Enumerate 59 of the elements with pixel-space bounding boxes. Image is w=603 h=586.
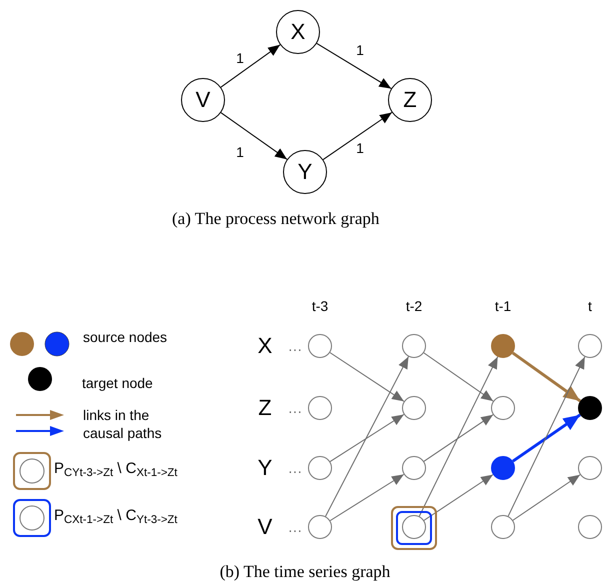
edge-label: 1 [235,145,245,159]
legend-text: P$_{CYt-3->Zt}$ \ C$_{Xt-1->Zt}$ [54,460,178,478]
legend-text: P$_{CXt-1->Zt}$ \ C$_{Yt-3->Zt}$ [54,507,178,525]
ellipsis: ··· [288,523,302,537]
edge-label: 1 [355,43,365,57]
arrow [322,112,392,160]
time-label: t-1 [494,299,512,313]
arrow [508,356,586,517]
time-node [491,456,515,480]
arrow [330,414,404,462]
variable-node: V [181,78,225,122]
time-node [491,515,515,539]
caption: (a) The process network graph [172,208,380,230]
arrow [316,42,392,90]
legend-text: source nodes [83,328,168,346]
ellipsis: ··· [288,464,302,478]
variable-node: Z [388,78,432,122]
legend-text: target node [82,374,153,392]
variable-node: Y [283,150,327,194]
arrow [423,414,494,462]
variable-label: Y [258,457,272,479]
caption: (b) The time series graph [218,561,392,583]
arrow [423,352,494,402]
time-label: t [588,299,592,313]
arrow [512,352,582,402]
time-node [402,396,426,420]
time-node [578,396,602,420]
variable-node: X [276,10,320,54]
time-node [578,456,602,480]
arrow [418,356,498,517]
ellipsis: ··· [288,404,302,418]
time-node [402,456,426,480]
variable-label: Z [258,397,272,419]
legend-text: links in the causal paths [83,406,163,442]
edge-label: 1 [355,141,365,155]
arrow [325,356,409,517]
time-node [578,515,602,539]
arrow [424,474,494,521]
time-node [402,515,426,539]
variable-label: V [258,516,272,538]
arrow [220,44,281,88]
variable-label: X [258,335,272,357]
edge-label: 1 [235,51,245,65]
time-node [308,334,332,358]
time-node [308,456,332,480]
arrow [512,414,581,462]
arrow [330,352,404,402]
ellipsis: ··· [288,342,302,356]
time-node [308,396,332,420]
time-node [491,334,515,358]
time-node [578,334,602,358]
time-node [491,396,515,420]
arrow [512,474,581,521]
time-node [308,515,332,539]
time-label: t-3 [312,299,328,313]
arrow [330,474,404,522]
arrow [220,112,288,160]
time-label: t-2 [406,299,422,313]
time-node [402,334,426,358]
